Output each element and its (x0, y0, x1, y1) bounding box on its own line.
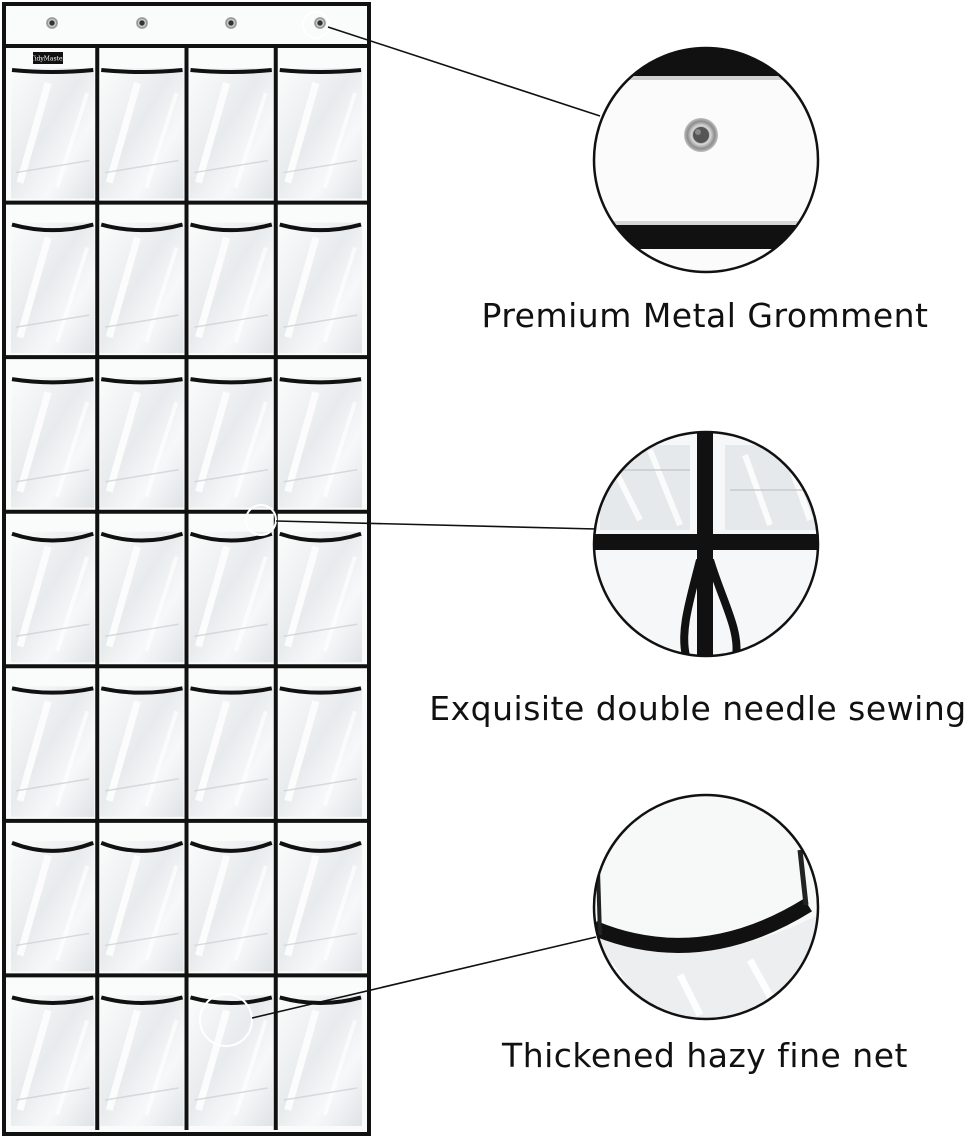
grommet (314, 17, 326, 29)
callout-label-stitching: Exquisite double needle sewing (429, 689, 967, 728)
pocket (100, 531, 184, 663)
pocket (11, 377, 95, 508)
pocket (278, 222, 362, 354)
grommet (46, 17, 58, 29)
pocket (11, 840, 95, 972)
pocket (11, 222, 95, 354)
pocket (189, 222, 273, 354)
callout-label-grommet: Premium Metal Gromment (481, 296, 929, 335)
brand-label: TidyMaster (31, 56, 66, 63)
pocket-grid (4, 48, 369, 1130)
pocket (189, 840, 273, 972)
pocket (100, 68, 184, 199)
pocket (11, 531, 95, 663)
pocket (11, 686, 95, 817)
pocket (189, 686, 273, 817)
pocket-edge-closeup (592, 793, 820, 1021)
pocket (189, 531, 273, 663)
pocket (189, 995, 273, 1126)
brand-tag: TidyMaster (31, 52, 66, 64)
pocket (11, 68, 95, 199)
callout-label-net: Thickened hazy fine net (502, 1036, 908, 1075)
pocket (278, 377, 362, 508)
stitch-highlight-ring (245, 504, 277, 536)
grommet-closeup (592, 46, 820, 274)
pocket (100, 995, 184, 1126)
grommet (136, 17, 148, 29)
pocket (278, 840, 362, 972)
pocket (100, 222, 184, 354)
pocket (100, 377, 184, 508)
pocket (11, 995, 95, 1126)
grommet-highlight-ring (302, 11, 330, 39)
pocket (100, 686, 184, 817)
pocket (278, 995, 362, 1126)
top-grommets (46, 17, 326, 29)
pocket (189, 68, 273, 199)
pocket (278, 68, 362, 199)
pocket (278, 686, 362, 817)
grommet (225, 17, 237, 29)
pocket (100, 840, 184, 972)
net-highlight-ring (199, 993, 253, 1047)
pocket (278, 531, 362, 663)
shoe-organizer-panel: TidyMaster (2, 2, 371, 1136)
stitching-closeup (592, 430, 820, 658)
leader-lines (251, 26, 601, 1019)
pocket (189, 377, 273, 508)
